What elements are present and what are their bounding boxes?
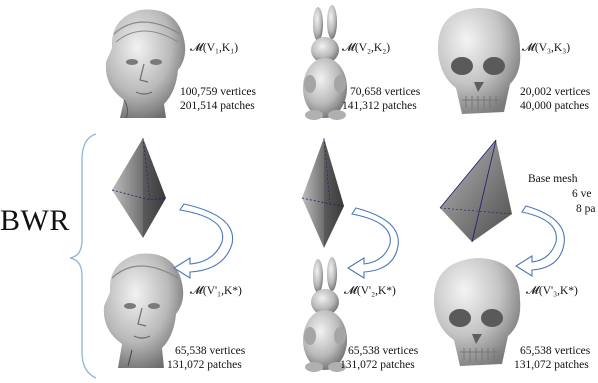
skull-remeshed-mesh <box>434 258 520 366</box>
bust-original-vertices: 100,759 vertices <box>180 85 256 99</box>
bwr-brace <box>70 134 96 378</box>
skull-original-vertices: 20,002 vertices <box>520 85 590 99</box>
skull-remesh-arrow-icon <box>516 206 564 276</box>
bunny-remeshed-mesh <box>303 257 347 372</box>
bunny-remeshed-patches: 131,072 patches <box>340 358 415 372</box>
bust-remeshed-label: 𝓜(V'₁,K*) <box>190 286 242 298</box>
bust-base-diamond <box>112 138 166 238</box>
skull-original-label: 𝓜(V₃,K₃) <box>522 43 570 55</box>
bunny-base-diamond <box>302 138 344 248</box>
bunny-remesh-arrow-icon <box>348 208 398 278</box>
bunny-original-mesh <box>303 5 347 120</box>
base-mesh-title: Base mesh <box>528 172 578 186</box>
skull-original-mesh <box>438 8 520 114</box>
bust-original-label: 𝓜(V₁,K₁) <box>190 43 238 55</box>
skull-remeshed-vertices: 65,538 vertices <box>520 344 590 358</box>
bunny-original-patches: 141,312 patches <box>342 99 417 113</box>
bust-original-mesh <box>106 9 185 118</box>
bust-remesh-arrow-icon <box>174 204 233 278</box>
bunny-remeshed-label: 𝓜(V'₂,K*) <box>344 286 396 298</box>
skull-remeshed-label: 𝓜(V'₃,K*) <box>526 286 578 298</box>
bust-remeshed-vertices: 65,538 vertices <box>175 344 245 358</box>
base-mesh-line2: 8 pa <box>576 202 595 216</box>
skull-base-tetrahedron <box>440 140 512 242</box>
bust-original-patches: 201,514 patches <box>180 99 255 113</box>
bunny-remeshed-vertices: 65,538 vertices <box>348 344 418 358</box>
base-mesh-line1: 6 ve <box>572 187 591 201</box>
skull-remeshed-patches: 131,072 patches <box>514 358 589 372</box>
bwr-label: BWR <box>0 206 70 236</box>
bust-remeshed-patches: 131,072 patches <box>167 358 242 372</box>
bunny-original-label: 𝓜(V₂,K₂) <box>342 43 390 55</box>
bust-remeshed-mesh <box>104 253 183 368</box>
bunny-original-vertices: 70,658 vertices <box>350 85 420 99</box>
skull-original-patches: 40,000 patches <box>520 99 589 113</box>
